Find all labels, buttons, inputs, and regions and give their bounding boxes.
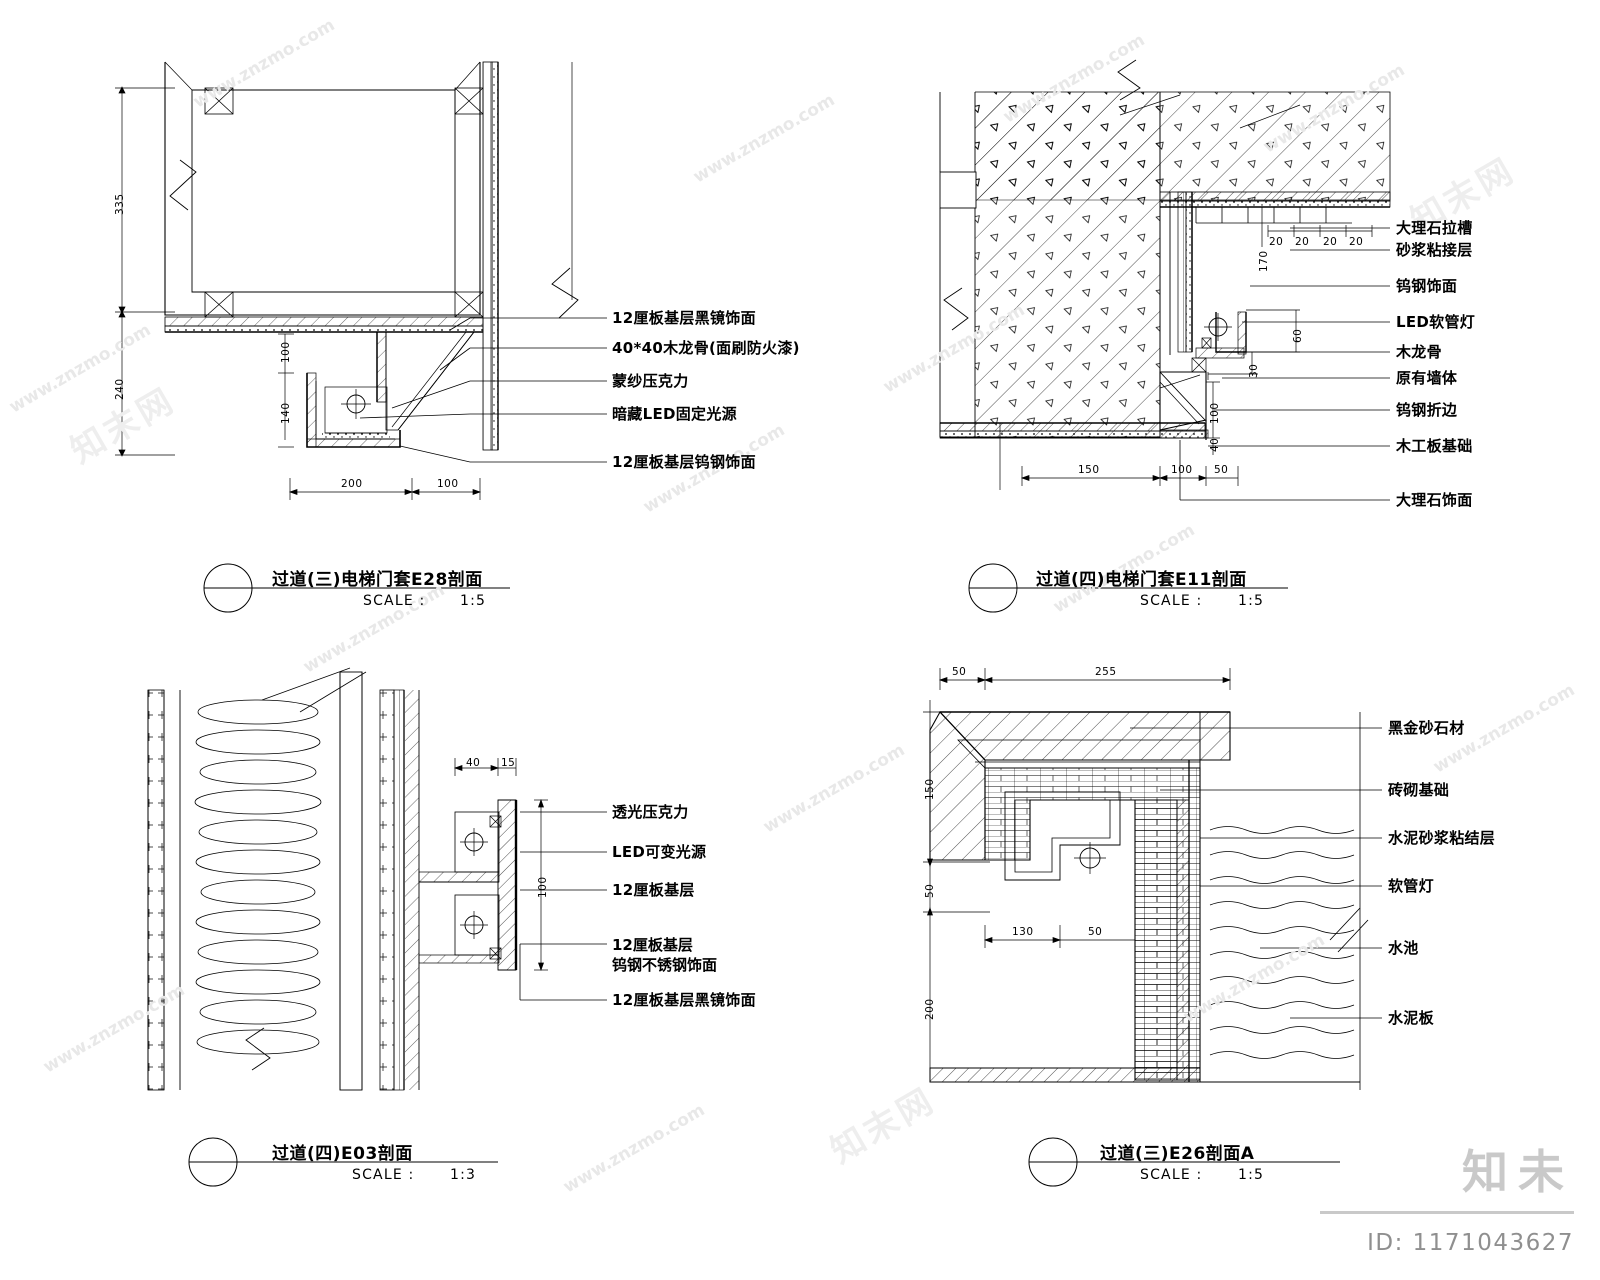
panel4-scale-value: 1:5 xyxy=(1238,1167,1265,1183)
panel3-scale-value: 1:3 xyxy=(450,1167,477,1183)
panel2-label-1: 砂浆粘接层 xyxy=(1396,241,1473,259)
panel4-label-4: 水池 xyxy=(1388,939,1419,957)
panel4-label-3: 软管灯 xyxy=(1388,877,1434,895)
panel4-dim-50b: 50 xyxy=(1088,926,1103,938)
panel4-dim-130: 130 xyxy=(1012,926,1034,938)
panel2-dim-20a: 20 xyxy=(1269,236,1284,248)
panel4-dim-255: 255 xyxy=(1095,666,1117,678)
panel2-dim-30: 30 xyxy=(1248,363,1260,378)
panel2-label-6: 钨钢折边 xyxy=(1396,401,1458,419)
panel4-scale-label: SCALE : xyxy=(1140,1167,1203,1183)
panel2-title: 过道(四)电梯门套E11剖面 xyxy=(1036,570,1247,590)
panel1-label-4: 12厘板基层钨钢饰面 xyxy=(612,453,756,471)
panel4-dim-50: 50 xyxy=(924,883,936,898)
panel3-label-0: 透光压克力 xyxy=(612,803,689,821)
panel1-label-0: 12厘板基层黑镜饰面 xyxy=(612,309,756,327)
panel1-scale-label: SCALE : xyxy=(363,593,426,609)
panel2-dim-100b: 100 xyxy=(1171,464,1193,476)
panel2-dim-20c: 20 xyxy=(1323,236,1338,248)
panel4-dim-200: 200 xyxy=(924,998,936,1020)
brand-logo: 知未 xyxy=(1462,1145,1574,1199)
brand-underline xyxy=(1320,1211,1574,1214)
panel2-dim-150: 150 xyxy=(1078,464,1100,476)
panel2-label-8: 大理石饰面 xyxy=(1396,491,1473,509)
panel1-dim-240: 240 xyxy=(114,378,126,400)
panel4-label-5: 水泥板 xyxy=(1388,1009,1434,1027)
panel2-dim-20b: 20 xyxy=(1295,236,1310,248)
panel1-title: 过道(三)电梯门套E28剖面 xyxy=(272,570,483,590)
panel2-label-4: 木龙骨 xyxy=(1396,343,1442,361)
panel3-label-3: 12厘板基层 xyxy=(612,936,693,954)
panel2-dim-50: 50 xyxy=(1214,464,1229,476)
panel2-dim-20d: 20 xyxy=(1349,236,1364,248)
panel1-label-2: 蒙纱压克力 xyxy=(612,372,689,390)
panel2-label-3: LED软管灯 xyxy=(1396,313,1476,331)
panel2-dim-60: 60 xyxy=(1292,328,1304,343)
panel2-scale-value: 1:5 xyxy=(1238,593,1265,609)
panel2-label-5: 原有墙体 xyxy=(1396,369,1458,387)
panel4-title: 过道(三)E26剖面A xyxy=(1100,1144,1255,1164)
panel2-label-2: 钨钢饰面 xyxy=(1396,277,1458,295)
panel2-label-0: 大理石拉槽 xyxy=(1396,219,1473,237)
panel3-label-4: 钨钢不锈钢饰面 xyxy=(612,956,718,974)
panel4-dim-50top: 50 xyxy=(952,666,967,678)
panel2-label-7: 木工板基础 xyxy=(1396,437,1473,455)
panel1-dim-140: 140 xyxy=(280,402,292,424)
panel1-scale-value: 1:5 xyxy=(460,593,487,609)
panel3-title: 过道(四)E03剖面 xyxy=(272,1144,413,1164)
panel3-label-2: 12厘板基层 xyxy=(612,881,695,899)
panel1-dim-200: 200 xyxy=(341,478,363,490)
panel4-label-2: 水泥砂浆粘结层 xyxy=(1388,829,1496,847)
panel2-dim-170: 170 xyxy=(1258,250,1270,272)
panel3-label-5: 12厘板基层黑镜饰面 xyxy=(612,991,756,1009)
panel4-dim-150: 150 xyxy=(924,778,936,800)
panel1-label-1: 40*40木龙骨(面刷防火漆) xyxy=(612,339,800,357)
panel1-dim-100b: 100 xyxy=(437,478,459,490)
panel3-label-1: LED可变光源 xyxy=(612,843,707,861)
panel2-dim-100: 100 xyxy=(1209,402,1221,424)
panel1-dim-100: 100 xyxy=(280,341,292,363)
panel2-scale-label: SCALE : xyxy=(1140,593,1203,609)
panel4-label-0: 黑金砂石材 xyxy=(1388,719,1465,737)
panel3-dim-15: 15 xyxy=(501,757,516,769)
panel1-dim-335: 335 xyxy=(114,193,126,215)
panel1-label-3: 暗藏LED固定光源 xyxy=(612,405,737,423)
panel3-dim-40: 40 xyxy=(466,757,481,769)
drawing-id: ID: 1171043627 xyxy=(1367,1230,1574,1256)
panel4-label-1: 砖砌基础 xyxy=(1388,781,1450,799)
panel3-scale-label: SCALE : xyxy=(352,1167,415,1183)
panel2-dim-40: 40 xyxy=(1209,437,1221,452)
panel3-dim-100: 100 xyxy=(537,876,549,898)
